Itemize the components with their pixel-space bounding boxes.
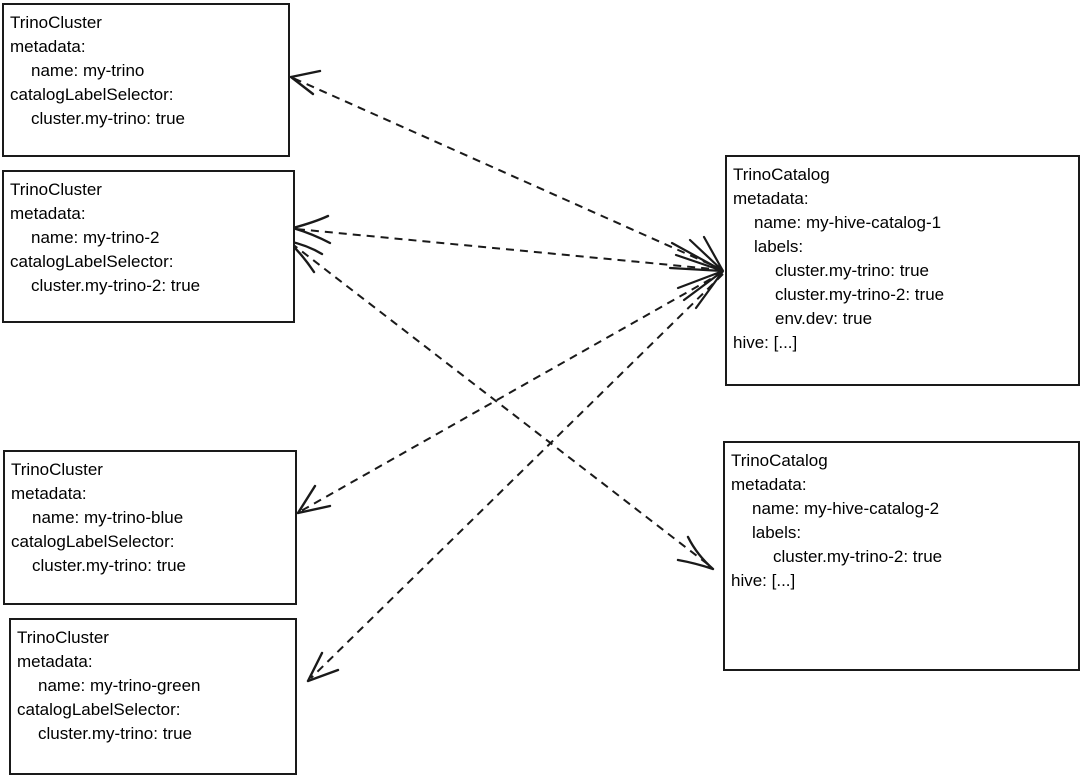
node-line: TrinoCatalog — [731, 451, 828, 470]
node-line: env.dev: true — [775, 309, 873, 328]
node-line: metadata: — [11, 484, 87, 503]
edge-line — [292, 77, 724, 271]
arrowhead-icon — [291, 214, 332, 245]
node-line: name: my-hive-catalog-1 — [754, 213, 942, 232]
arrowhead-icon — [289, 69, 322, 96]
node-line: hive: [...] — [731, 571, 796, 590]
node-trinocatalog-my-hive-catalog-1[interactable]: TrinoCatalog metadata: name: my-hive-cat… — [725, 155, 1080, 386]
node-trinocluster-my-trino-2[interactable]: TrinoCluster metadata: name: my-trino-2 … — [2, 170, 295, 323]
node-line: name: my-hive-catalog-2 — [752, 499, 940, 518]
node-line: name: my-trino-blue — [32, 508, 184, 527]
node-line: name: my-trino-2 — [31, 228, 160, 247]
node-line: metadata: — [17, 652, 93, 671]
node-line: labels: — [752, 523, 802, 542]
node-trinocluster-my-trino-green[interactable]: TrinoCluster metadata: name: my-trino-gr… — [9, 618, 297, 775]
node-line: labels: — [754, 237, 804, 256]
node-line: TrinoCatalog — [733, 165, 830, 184]
node-line: cluster.my-trino: true — [32, 556, 186, 575]
node-body: TrinoCluster metadata: name: my-trino-2 … — [10, 178, 293, 298]
node-body: TrinoCatalog metadata: name: my-hive-cat… — [733, 163, 1078, 355]
node-line: cluster.my-trino-2: true — [773, 547, 943, 566]
edge-line — [295, 228, 724, 271]
edge-catalog1-to-my-trino-2 — [291, 214, 724, 271]
node-trinocluster-my-trino-blue[interactable]: TrinoCluster metadata: name: my-trino-bl… — [3, 450, 297, 605]
node-line: catalogLabelSelector: — [11, 532, 175, 551]
arrowhead-icon — [296, 484, 332, 515]
edge-catalog1-to-my-trino-blue — [296, 271, 724, 515]
arrowhead-icon — [668, 235, 725, 310]
node-trinocatalog-my-hive-catalog-2[interactable]: TrinoCatalog metadata: name: my-hive-cat… — [723, 441, 1080, 671]
node-body: TrinoCatalog metadata: name: my-hive-cat… — [731, 449, 1078, 593]
node-trinocluster-my-trino[interactable]: TrinoCluster metadata: name: my-trino ca… — [2, 3, 290, 157]
arrowhead-icon — [676, 535, 715, 571]
edge-line — [290, 242, 711, 567]
edge-my-trino-2-to-catalog2 — [286, 239, 715, 571]
node-line: catalogLabelSelector: — [17, 700, 181, 719]
node-line: hive: [...] — [733, 333, 798, 352]
node-line: name: my-trino-green — [38, 676, 201, 695]
node-body: TrinoCluster metadata: name: my-trino-bl… — [11, 458, 295, 578]
node-line: metadata: — [10, 204, 86, 223]
node-line: metadata: — [733, 189, 809, 208]
edge-line — [300, 271, 724, 512]
node-line: cluster.my-trino: true — [38, 724, 192, 743]
node-line: cluster.my-trino-2: true — [775, 285, 945, 304]
node-line: TrinoCluster — [10, 180, 102, 199]
edge-convergence-hub — [668, 235, 725, 310]
node-line: TrinoCluster — [17, 628, 109, 647]
node-line: name: my-trino — [31, 61, 145, 80]
node-line: metadata: — [10, 37, 86, 56]
edge-catalog1-to-my-trino — [289, 69, 724, 271]
node-line: cluster.my-trino-2: true — [31, 276, 201, 295]
node-line: TrinoCluster — [11, 460, 103, 479]
node-line: TrinoCluster — [10, 13, 102, 32]
node-body: TrinoCluster metadata: name: my-trino ca… — [10, 11, 288, 131]
node-line: catalogLabelSelector: — [10, 85, 174, 104]
node-body: TrinoCluster metadata: name: my-trino-gr… — [17, 626, 295, 746]
edge-catalog1-to-my-trino-green — [306, 273, 724, 683]
node-line: cluster.my-trino: true — [31, 109, 185, 128]
node-line: catalogLabelSelector: — [10, 252, 174, 271]
arrowhead-icon — [306, 651, 340, 683]
edge-line — [310, 273, 724, 679]
node-line: metadata: — [731, 475, 807, 494]
node-line: cluster.my-trino: true — [775, 261, 929, 280]
